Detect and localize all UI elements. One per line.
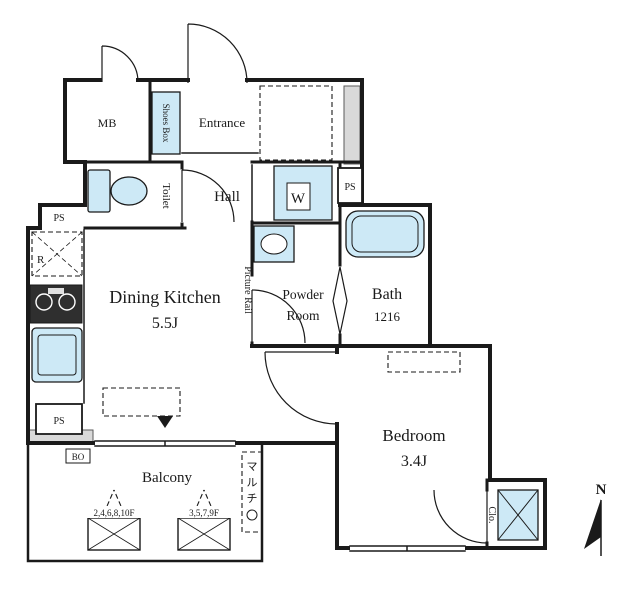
upper-dashed-area xyxy=(259,85,333,161)
bedroom-door-arc xyxy=(264,351,338,425)
powder-sink-icon xyxy=(253,225,295,263)
bedroom-dashed-area xyxy=(387,351,461,373)
label-backing xyxy=(174,506,234,518)
dk-dashed-area xyxy=(102,387,181,428)
bath-folding-door xyxy=(332,266,348,335)
bath-size: 1216 xyxy=(374,309,401,324)
entrance-label: Entrance xyxy=(199,115,245,130)
partition-label-3: チ xyxy=(247,492,258,505)
toilet-icon xyxy=(87,169,148,213)
bo-label: BO xyxy=(72,452,85,462)
partition-label-2: ル xyxy=(247,477,258,489)
powder-room-label-2: Room xyxy=(286,308,320,323)
ps-box-bottom xyxy=(35,403,83,435)
closet-door-arc xyxy=(433,489,488,544)
inner-walls xyxy=(63,78,489,550)
hall-label: Hall xyxy=(214,189,240,205)
shoes-box-icon xyxy=(151,91,181,155)
ps-box-top xyxy=(337,167,363,204)
balcony-partition-box xyxy=(241,451,263,533)
mb-label: MB xyxy=(98,116,117,130)
washer-label: W xyxy=(291,191,306,207)
column-block xyxy=(343,85,361,165)
washing-machine-icon xyxy=(273,165,333,221)
kitchen-sink-icon xyxy=(31,327,83,383)
bedroom-label: Bedroom xyxy=(382,426,445,445)
north-label: N xyxy=(596,482,607,498)
floors-even-label: 2,4,6,8,10F xyxy=(93,508,134,518)
balcony-wall xyxy=(26,441,264,563)
bath-label: Bath xyxy=(372,286,402,303)
closet-icon xyxy=(497,489,539,541)
ps-label-left: PS xyxy=(53,213,64,224)
floors-odd-label: 3,5,7,9F xyxy=(189,508,219,518)
balcony-label: Balcony xyxy=(142,470,192,486)
partition-label-1: マ xyxy=(247,461,258,473)
dk-window xyxy=(94,440,236,447)
powder-door-arc xyxy=(251,289,306,344)
picture-rail-label: Picture Rail xyxy=(242,266,253,314)
closet-label: Clo. xyxy=(486,507,497,524)
bedroom-window xyxy=(349,545,466,552)
fridge-space xyxy=(31,231,83,277)
thin-lines xyxy=(83,152,259,404)
dining-kitchen-size: 5.5J xyxy=(152,315,178,332)
toilet-door-arc xyxy=(181,169,235,223)
bedroom-size: 3.4J xyxy=(401,453,427,470)
bo-box xyxy=(65,448,91,464)
compass-north-icon xyxy=(584,499,602,556)
dining-kitchen-label: Dining Kitchen xyxy=(109,287,220,307)
pointer-triangle-icon xyxy=(157,416,173,428)
toilet-label: Toilet xyxy=(160,183,172,209)
mb-door-arc xyxy=(101,45,139,83)
fridge-label: R xyxy=(37,254,45,266)
powder-room-label-1: Powder xyxy=(282,287,324,302)
label-backing xyxy=(82,506,146,518)
stove-icon xyxy=(29,284,83,324)
shoes-box-label: Shoes Box xyxy=(161,104,171,143)
entrance-door-arc xyxy=(187,23,248,84)
ps-label-top: PS xyxy=(344,182,355,193)
bathtub-icon xyxy=(345,210,425,258)
balcony-window-symbol-right xyxy=(177,489,231,551)
ps-label-bottom: PS xyxy=(53,416,64,427)
